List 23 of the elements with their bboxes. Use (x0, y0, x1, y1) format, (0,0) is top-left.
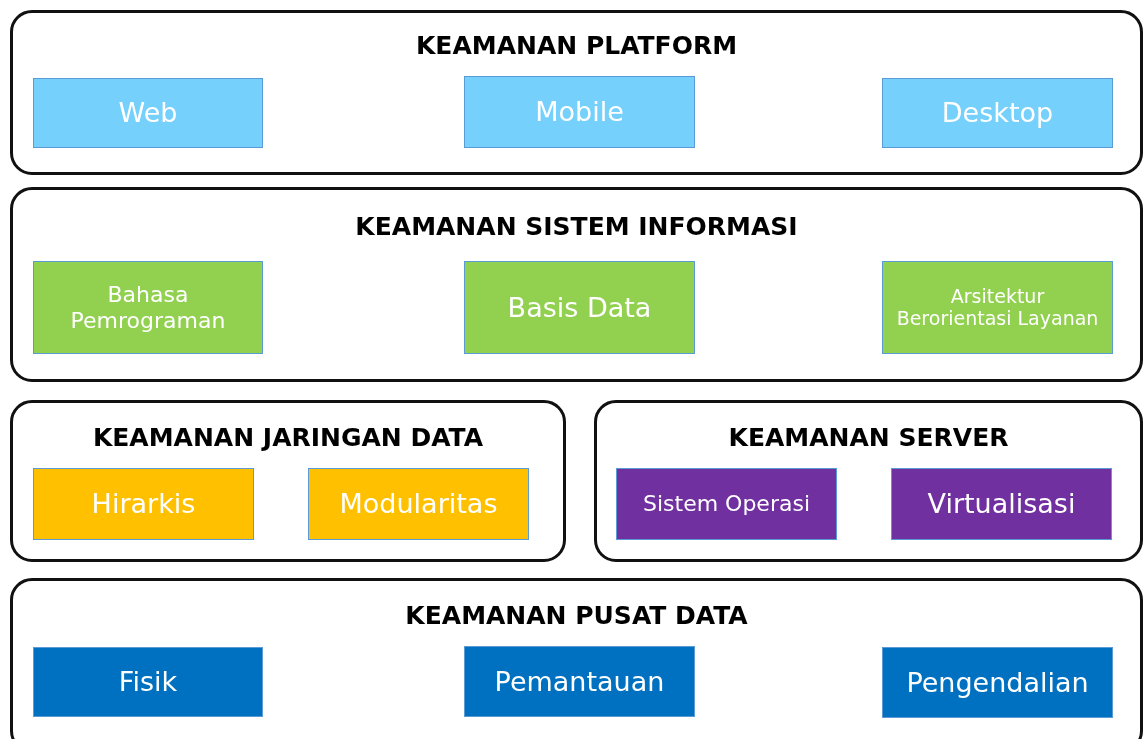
component-tile: Pengendalian (882, 647, 1113, 718)
layer-title: KEAMANAN SERVER (727, 423, 1010, 452)
layer-panel (10, 10, 1143, 175)
component-tile: Mobile (464, 76, 695, 148)
layer-panel (10, 578, 1143, 739)
component-tile: Desktop (882, 78, 1113, 148)
component-tile: Pemantauan (464, 646, 695, 717)
layer-panel (10, 187, 1143, 382)
component-tile: Web (33, 78, 263, 148)
layer-panel (10, 400, 566, 562)
layer-title: KEAMANAN SISTEM INFORMASI (354, 212, 799, 241)
component-tile: Sistem Operasi (616, 468, 837, 540)
layer-panel (594, 400, 1143, 562)
component-tile: Fisik (33, 647, 263, 717)
layer-title: KEAMANAN PLATFORM (414, 31, 739, 60)
component-tile: Basis Data (464, 261, 695, 354)
component-tile: Arsitektur Berorientasi Layanan (882, 261, 1113, 354)
component-tile: Hirarkis (33, 468, 254, 540)
component-tile: Virtualisasi (891, 468, 1112, 540)
component-tile: Modularitas (308, 468, 529, 540)
layer-title: KEAMANAN PUSAT DATA (404, 601, 749, 630)
layer-title: KEAMANAN JARINGAN DATA (91, 423, 485, 452)
component-tile: Bahasa Pemrograman (33, 261, 263, 354)
